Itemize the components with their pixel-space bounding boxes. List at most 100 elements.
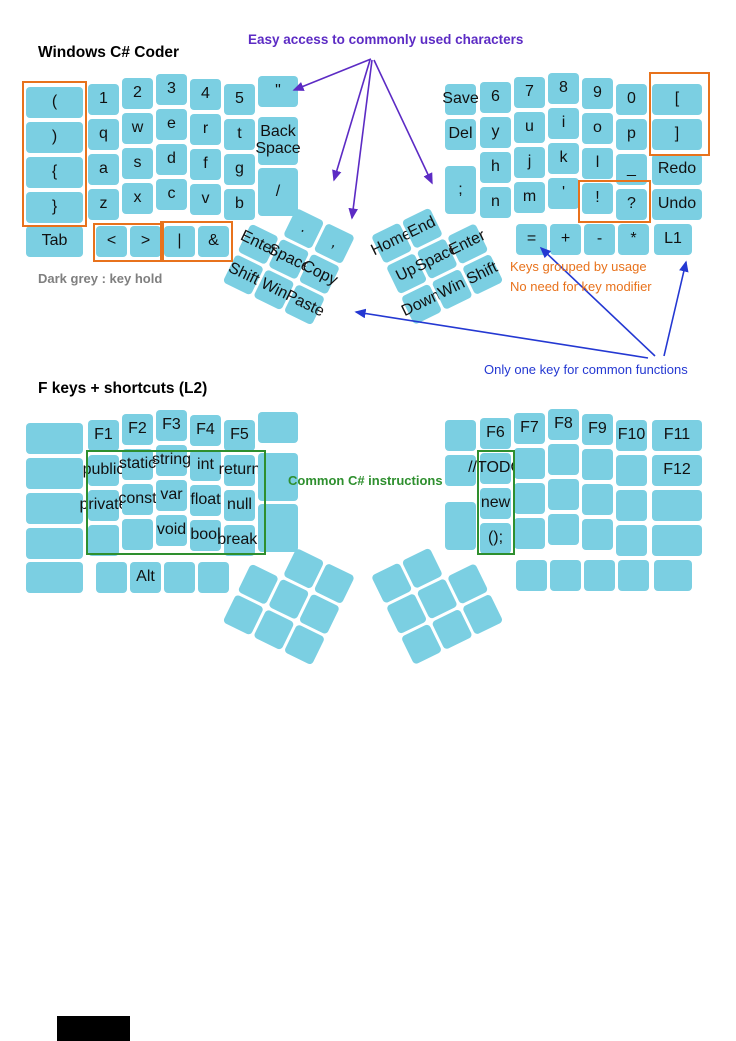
key-2: 2 (122, 78, 153, 109)
key-f: f (190, 149, 221, 180)
green-box-csharp-left (86, 450, 266, 555)
key-blank (514, 448, 545, 479)
key-l1: L1 (654, 224, 692, 255)
key-blank (548, 444, 579, 475)
key-blank (514, 518, 545, 549)
key-blank (550, 560, 581, 591)
annotation-grouped-usage: Keys grouped by usage (510, 259, 647, 274)
key-blank (584, 560, 615, 591)
key-static: static (119, 449, 156, 480)
key-b: b (224, 189, 255, 220)
annotation-csharp: Common C# instructions (288, 473, 443, 488)
key-blank (652, 490, 702, 521)
key-symbol: [ (652, 84, 702, 115)
annotation-easy-access: Easy access to commonly used characters (248, 32, 524, 47)
key-blank (122, 519, 153, 550)
key-private: private (79, 490, 128, 521)
key-blank (618, 560, 649, 591)
footer-black-bar (57, 1016, 130, 1041)
key-float: float (190, 485, 221, 516)
key-f8: F8 (548, 409, 579, 440)
annotation-key-hold: Dark grey : key hold (38, 271, 163, 286)
key-f6: F6 (480, 418, 511, 449)
key-n: n (480, 187, 511, 218)
key-symbol: ) (26, 122, 83, 153)
key-o: o (582, 113, 613, 144)
key-blank (164, 562, 195, 593)
key-r: r (190, 114, 221, 145)
key-blank (26, 528, 83, 559)
key-symbol: & (198, 226, 229, 257)
key-f12: F12 (652, 455, 702, 486)
key-return: return (219, 455, 260, 486)
key-symbol: " (258, 76, 298, 107)
key-z: z (88, 189, 119, 220)
key-symbol: { (26, 157, 83, 188)
key-f1: F1 (88, 420, 119, 451)
key-blank (654, 560, 692, 591)
key-undo: Undo (652, 189, 702, 220)
key-w: w (122, 113, 153, 144)
key-y: y (480, 117, 511, 148)
orange-box-angle-keys (93, 223, 164, 262)
orange-box-bracket-column (22, 81, 87, 227)
key-k: k (548, 143, 579, 174)
key-g: g (224, 154, 255, 185)
key-blank (616, 525, 647, 556)
key-a: a (88, 154, 119, 185)
key-symbol: ! (582, 183, 613, 214)
key-const: const (118, 484, 157, 515)
key-x: x (122, 183, 153, 214)
key-blank (445, 420, 476, 451)
key-f4: F4 (190, 415, 221, 446)
key-h: h (480, 152, 511, 183)
key-todo: //TODO (468, 453, 523, 484)
key-9: 9 (582, 78, 613, 109)
key-blank (514, 483, 545, 514)
key-void: void (156, 515, 187, 546)
key-f2: F2 (122, 414, 153, 445)
annotation-one-key: Only one key for common functions (484, 362, 688, 377)
key-blank (582, 519, 613, 550)
key-blank (26, 562, 83, 593)
key-l: l (582, 148, 613, 179)
key-tab: Tab (26, 226, 83, 257)
key-f10: F10 (616, 420, 647, 451)
key-u: u (514, 112, 545, 143)
key-break: break; (217, 525, 262, 556)
key-f5: F5 (224, 420, 255, 451)
key-p: p (616, 119, 647, 150)
key-symbol: _ (616, 154, 647, 185)
key-symbol: < (96, 226, 127, 257)
key-8: 8 (548, 73, 579, 104)
key-v: v (190, 184, 221, 215)
key-alt: Alt (130, 562, 161, 593)
key-blank (616, 455, 647, 486)
key-var: var (156, 480, 187, 511)
key-blank (445, 455, 476, 486)
key-6: 6 (480, 82, 511, 113)
key-symbol: ' (548, 178, 579, 209)
key-symbol: | (164, 226, 195, 257)
key-symbol: = (516, 224, 547, 255)
key-back-space: Back Space (255, 117, 301, 165)
key-symbol: ? (616, 189, 647, 220)
key-symbol: ] (652, 119, 702, 150)
key-bool: bool (190, 520, 221, 551)
key-f11: F11 (652, 420, 702, 451)
key-blank (198, 562, 229, 593)
orange-box-square-bracket-keys (649, 72, 710, 156)
key-blank (96, 562, 127, 593)
key-blank (582, 484, 613, 515)
key-symbol: ; (445, 166, 476, 214)
key-blank (26, 493, 83, 524)
key-t: t (224, 119, 255, 150)
key-j: j (514, 147, 545, 178)
page-title-layer2: F keys + shortcuts (L2) (38, 380, 208, 397)
key-4: 4 (190, 79, 221, 110)
key-1: 1 (88, 84, 119, 115)
